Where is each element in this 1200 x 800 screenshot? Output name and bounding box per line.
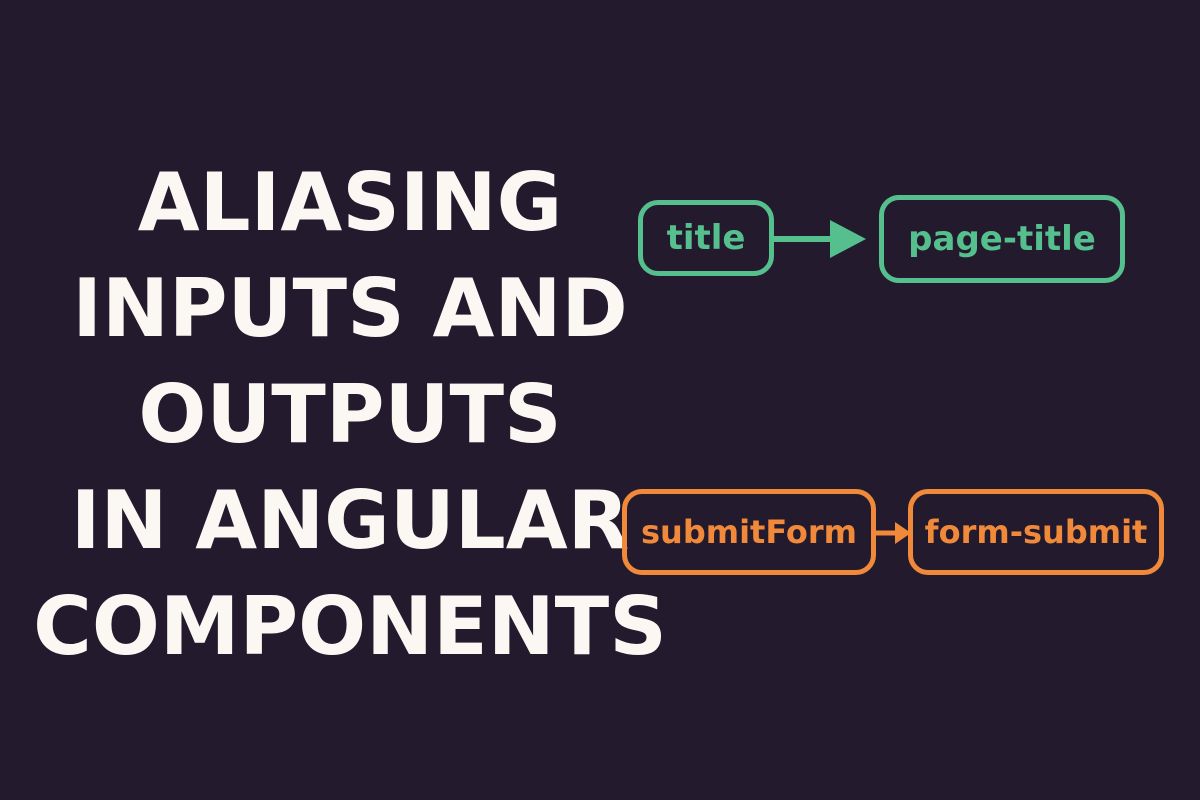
title-line: ALIASING — [137, 156, 563, 249]
input-alias-box: page-title — [879, 195, 1125, 283]
output-property-box: submitForm — [622, 489, 876, 575]
output-alias-box: form-submit — [908, 489, 1164, 575]
page-title-heading: ALIASING INPUTS AND OUTPUTS IN ANGULAR C… — [30, 150, 670, 680]
title-line: OUTPUTS — [138, 368, 562, 461]
title-line: COMPONENTS — [33, 580, 667, 673]
input-alias-arrow-icon — [772, 220, 866, 258]
title-line: INPUTS AND — [72, 262, 628, 355]
output-alias-arrow-icon — [873, 522, 911, 544]
input-property-box: title — [638, 200, 774, 276]
title-line: IN ANGULAR — [70, 474, 630, 567]
